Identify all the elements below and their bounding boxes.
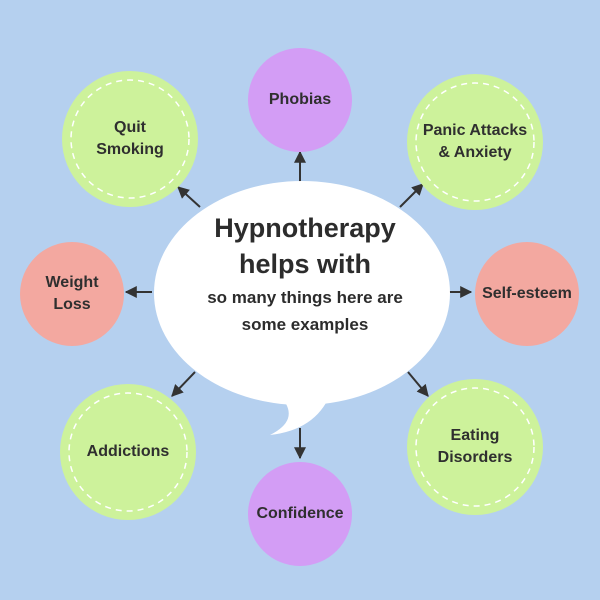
arrow-to-addictions: [171, 371, 196, 397]
center-text: Hypnotherapy helps with so many things h…: [160, 210, 450, 338]
center-bubble: [154, 181, 450, 435]
center-title-line1: Hypnotherapy: [214, 213, 396, 243]
label-addictions: Addictions: [86, 443, 170, 461]
circle-weight: [20, 242, 124, 346]
center-subtitle-line2: some examples: [241, 315, 369, 335]
dashed-ring-addictions: [68, 392, 188, 512]
center-subtitle-line1: so many things here are: [207, 287, 403, 307]
arrow-to-smoking: [177, 186, 201, 208]
dashed-ring-panic: [415, 82, 535, 202]
label-confidence: Confidence: [256, 505, 344, 523]
circle-eating: [407, 379, 543, 515]
label-panic-attacks: Panic Attacks& Anxiety: [422, 122, 528, 161]
circle-selfesteem: [475, 242, 579, 346]
label-phobias: Phobias: [268, 91, 332, 109]
circle-panic: [407, 74, 543, 210]
circle-confidence: [248, 462, 352, 566]
center-ellipse: [154, 181, 450, 405]
circle-smoking: [62, 71, 198, 207]
arrow-to-panic: [399, 183, 424, 208]
center-title-line2: helps with: [238, 249, 371, 280]
speech-bubble-tail: [270, 395, 330, 435]
circle-phobias: [248, 48, 352, 152]
circle-addictions: [60, 384, 196, 520]
label-self-esteem: Self-esteem: [482, 285, 572, 303]
arrow-to-eating: [407, 371, 429, 397]
dashed-ring-smoking: [70, 79, 190, 199]
dashed-ring-eating: [415, 387, 535, 507]
topic-circles: [20, 48, 579, 566]
